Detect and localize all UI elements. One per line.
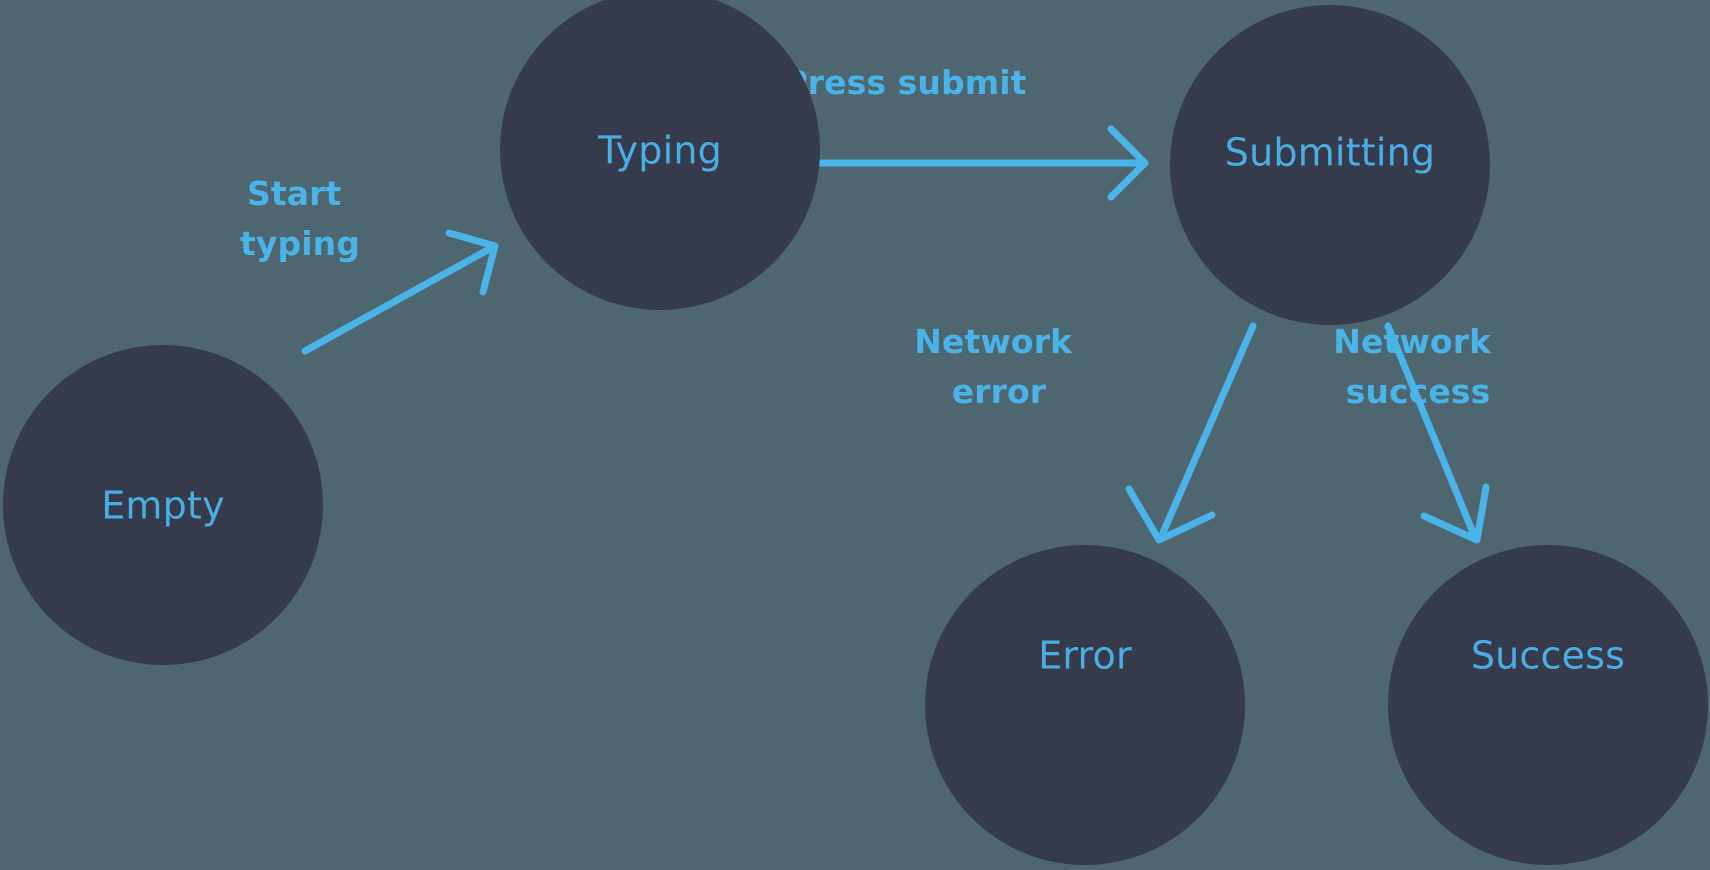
node-circle: [500, 0, 820, 310]
edge-label-press-submit: Press submit: [783, 63, 1026, 102]
edge-line: [301, 243, 497, 355]
node-label-empty: Empty: [101, 484, 225, 528]
node-circle: [925, 545, 1245, 865]
edge-label-line: Start: [247, 174, 341, 213]
edge-label-line: Network: [914, 322, 1073, 361]
node-circle: [1170, 5, 1490, 325]
edge-label-line: typing: [240, 224, 360, 263]
edge-label-start-typing: Start typing: [240, 174, 360, 263]
arrowhead-icon: [1125, 485, 1216, 544]
edge-label-line: Press submit: [783, 63, 1026, 102]
edge-typing-to-submitting[interactable]: Press submit: [762, 63, 1149, 201]
state-node-typing[interactable]: Typing: [500, 0, 820, 310]
edge-label-line: success: [1346, 372, 1491, 411]
edge-line: [1384, 322, 1478, 539]
node-label-typing: Typing: [597, 129, 722, 173]
edge-line: [1158, 322, 1257, 539]
edge-submitting-to-error[interactable]: Network error: [914, 322, 1257, 544]
arrowhead-icon: [1420, 483, 1490, 544]
state-node-submitting[interactable]: Submitting: [1170, 5, 1490, 325]
node-label-success: Success: [1471, 634, 1625, 678]
edge-submitting-to-success[interactable]: Network success: [1333, 322, 1502, 544]
edge-label-line: error: [952, 372, 1047, 411]
state-node-error[interactable]: Error: [925, 545, 1245, 865]
node-label-submitting: Submitting: [1225, 131, 1435, 175]
state-node-success[interactable]: Success: [1388, 545, 1708, 865]
edge-empty-to-typing[interactable]: Start typing: [240, 174, 499, 355]
arrowhead-icon: [1107, 125, 1149, 201]
arrowhead-icon: [445, 229, 499, 296]
state-node-empty[interactable]: Empty: [3, 345, 323, 665]
edge-label-line: Network: [1333, 322, 1492, 361]
edge-label-network-success: Network success: [1333, 322, 1502, 411]
edge-label-network-error: Network error: [914, 322, 1083, 411]
node-circle: [1388, 545, 1708, 865]
node-circle: [3, 345, 323, 665]
node-label-error: Error: [1038, 634, 1132, 678]
